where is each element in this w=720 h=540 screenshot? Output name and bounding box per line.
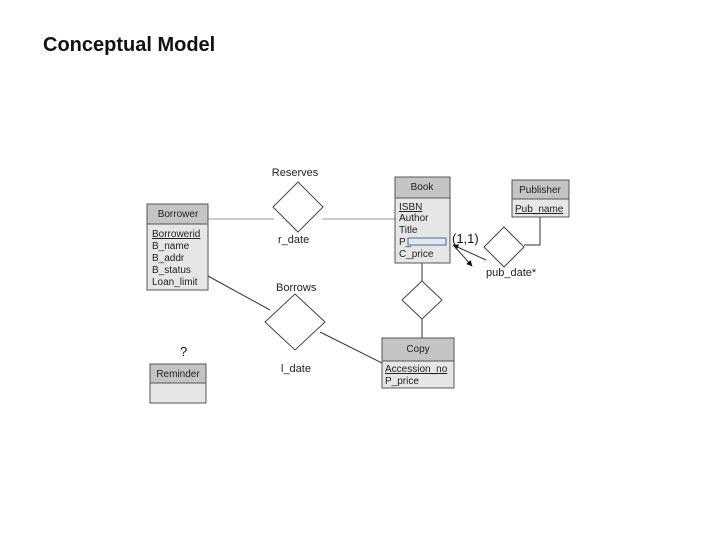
book-attr-highlight (407, 237, 447, 246)
entity-copy-body (381, 360, 455, 389)
borrower-borrows-line (207, 275, 271, 311)
relationship-borrows-label: Borrows (276, 282, 317, 294)
entity-publisher-body (511, 198, 570, 218)
borrower-attr-4: Loan_limit (152, 277, 198, 288)
relationship-book-copy-diamond[interactable] (401, 280, 443, 320)
borrower-attr-0: Borrowerid (152, 229, 200, 240)
copy-attr-0: Accession_no (385, 364, 448, 375)
entity-borrower-name: Borrower (158, 209, 199, 220)
entity-reminder-body (149, 382, 207, 404)
entity-reminder-name: Reminder (156, 369, 200, 380)
entity-publisher-name: Publisher (519, 185, 561, 196)
publisher-publishes-line (524, 217, 541, 246)
entity-publisher[interactable]: Publisher Pub_name (511, 179, 570, 218)
book-attr-2: Title (399, 225, 418, 236)
entity-copy[interactable]: Copy Accession_no P_price (381, 337, 455, 389)
entity-copy-name: Copy (406, 344, 429, 355)
reserves-attr-label: r_date (278, 234, 309, 246)
entity-reminder[interactable]: Reminder (149, 363, 207, 404)
page-title: Conceptual Model (43, 34, 216, 56)
entity-borrower[interactable]: Borrower Borrowerid B_name B_addr B_stat… (146, 203, 209, 291)
publishes-book-arrow-line-2 (454, 246, 473, 267)
entity-book-name: Book (411, 182, 435, 193)
publisher-attr-0: Pub_name (515, 204, 564, 215)
borrower-attr-3: B_status (152, 265, 191, 276)
book-attr-1: Author (399, 213, 429, 224)
borrows-attr-label: l_date (281, 363, 311, 375)
publishes-book-arrow-line (452, 244, 487, 261)
entity-book-body (394, 197, 451, 264)
borrower-attr-1: B_name (152, 241, 190, 252)
relationship-reserves-label: Reserves (272, 167, 319, 179)
entity-book[interactable]: Book ISBN Author Title P_ C_price (394, 176, 451, 264)
borrower-attr-2: B_addr (152, 253, 185, 264)
book-attr-4: C_price (399, 249, 434, 260)
book-attr-3: P_ (399, 237, 412, 248)
book-attr-0: ISBN (399, 202, 422, 213)
publishes-attr-label: pub_date* (486, 267, 537, 279)
borrows-copy-line (319, 331, 383, 364)
relationship-reserves-diamond[interactable] (272, 181, 324, 233)
relationship-borrows-diamond[interactable] (264, 293, 326, 351)
relationship-publishes-diamond[interactable] (483, 226, 525, 268)
copy-attr-1: P_price (385, 376, 419, 387)
cardinality-annotation: (1,1) (452, 231, 479, 246)
question-mark-annotation: ? (180, 344, 187, 359)
entity-borrower-body (146, 223, 209, 291)
